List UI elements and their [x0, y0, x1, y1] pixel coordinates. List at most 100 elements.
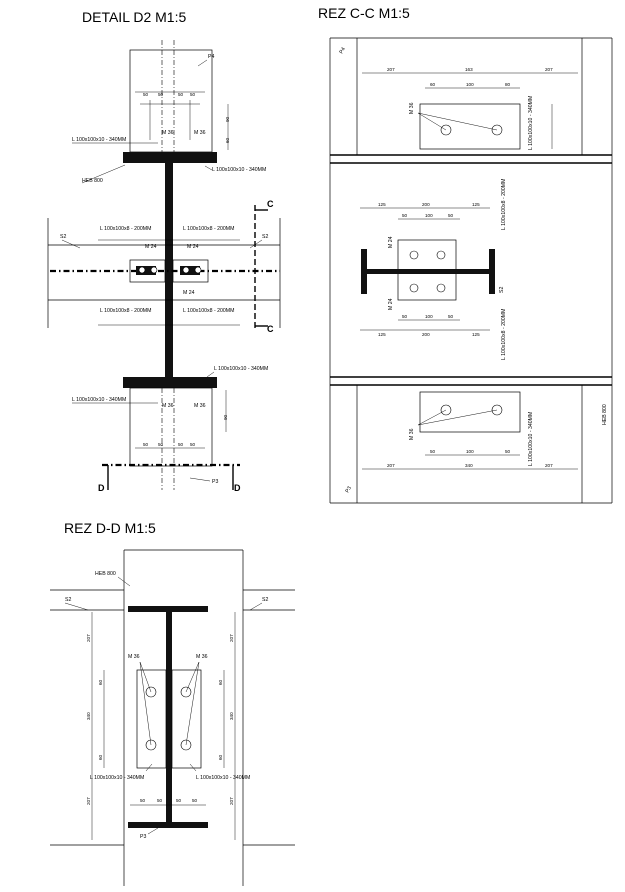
rez-dd-view: HEB 800 S2 S2 M 36 M 36 L 100x100x10 - 3…: [50, 549, 295, 886]
label-s2-right: S2: [262, 234, 268, 240]
svg-text:50: 50: [505, 449, 511, 454]
label-angle-mid-tl: L 100x100x8 - 200MM: [100, 226, 151, 232]
title-rez-dd: REZ D-D M1:5: [64, 520, 156, 536]
svg-text:340: 340: [86, 712, 91, 720]
svg-text:50: 50: [178, 92, 184, 97]
svg-text:90: 90: [225, 116, 230, 122]
plate-p4: [129, 49, 213, 153]
svg-text:90: 90: [223, 414, 228, 420]
svg-text:340: 340: [229, 712, 234, 720]
svg-text:60: 60: [430, 82, 436, 87]
svg-text:50: 50: [448, 314, 454, 319]
svg-text:207: 207: [229, 634, 234, 642]
rez-cc-view: P4 207 163 207 60 100 80 M 36 L 100x100x…: [329, 37, 613, 504]
detail-d2-view: P4 50 50 50 50 90 60 M 36 M 36 L 100x100…: [47, 40, 281, 493]
svg-text:50: 50: [140, 798, 146, 803]
rezc-label-p3: P3: [345, 485, 353, 494]
label-angle-mid-br: L 100x100x8 - 200MM: [183, 308, 234, 314]
svg-text:125: 125: [472, 332, 480, 337]
svg-text:S2: S2: [499, 287, 505, 293]
svg-text:50: 50: [402, 213, 408, 218]
label-m36-b: M 36: [194, 130, 206, 136]
label-angle-top-left: L 100x100x10 - 340MM: [72, 137, 126, 143]
svg-text:60: 60: [218, 754, 223, 760]
svg-text:M 36: M 36: [128, 654, 140, 660]
svg-text:207: 207: [229, 797, 234, 805]
svg-text:207: 207: [387, 67, 395, 72]
svg-text:60: 60: [218, 679, 223, 685]
svg-text:50: 50: [448, 213, 454, 218]
svg-text:125: 125: [472, 202, 480, 207]
flange-top: [123, 152, 217, 163]
svg-text:100: 100: [425, 213, 433, 218]
title-detail-d2: DETAIL D2 M1:5: [82, 9, 186, 25]
svg-text:163: 163: [465, 67, 473, 72]
svg-text:207: 207: [86, 634, 91, 642]
rezd-label-heb: HEB 800: [95, 571, 116, 577]
svg-text:M 36: M 36: [162, 403, 174, 409]
flange-bottom: [123, 377, 217, 388]
section-d-right: D: [234, 483, 241, 493]
label-m24-b: M 24: [187, 244, 199, 250]
svg-text:80: 80: [505, 82, 511, 87]
svg-text:60: 60: [98, 679, 103, 685]
label-angle-bot-left: L 100x100x10 - 340MM: [72, 397, 126, 403]
svg-text:60: 60: [98, 754, 103, 760]
svg-text:L 100x100x10 - 340MM: L 100x100x10 - 340MM: [90, 775, 144, 781]
svg-text:M 36: M 36: [409, 428, 415, 440]
svg-text:L 100x100x10 - 340MM: L 100x100x10 - 340MM: [528, 96, 534, 150]
svg-text:50: 50: [143, 442, 149, 447]
svg-text:L 100x100x8 - 200MM: L 100x100x8 - 200MM: [501, 309, 507, 360]
label-s2-left: S2: [60, 234, 66, 240]
label-heb-800: HEB 800: [82, 178, 103, 184]
svg-text:50: 50: [430, 449, 436, 454]
title-rez-cc: REZ C-C M1:5: [318, 5, 410, 21]
svg-text:207: 207: [387, 463, 395, 468]
svg-text:50: 50: [176, 798, 182, 803]
label-angle-mid-tr: L 100x100x8 - 200MM: [183, 226, 234, 232]
label-m24-a: M 24: [145, 244, 157, 250]
svg-text:50: 50: [190, 92, 196, 97]
svg-text:50: 50: [178, 442, 184, 447]
svg-text:50: 50: [158, 92, 164, 97]
svg-text:100: 100: [425, 314, 433, 319]
svg-text:200: 200: [422, 202, 430, 207]
svg-text:207: 207: [545, 67, 553, 72]
svg-text:125: 125: [378, 202, 386, 207]
label-angle-bot-right: L 100x100x10 - 340MM: [214, 366, 268, 372]
label-p4: P4: [208, 54, 214, 60]
svg-text:100: 100: [466, 449, 474, 454]
plate-p3: [129, 387, 213, 467]
svg-text:S2: S2: [65, 597, 71, 603]
section-c-top: C: [267, 199, 274, 209]
section-d-left: D: [98, 483, 105, 493]
label-p3: P3: [212, 479, 218, 485]
svg-text:50: 50: [192, 798, 198, 803]
svg-text:50: 50: [402, 314, 408, 319]
label-m36-a: M 36: [162, 130, 174, 136]
svg-text:S2: S2: [262, 597, 268, 603]
svg-text:M 24: M 24: [388, 298, 394, 310]
svg-text:M 36: M 36: [194, 403, 206, 409]
web-column: [165, 163, 173, 378]
svg-text:50: 50: [158, 442, 164, 447]
label-angle-top-right: L 100x100x10 - 340MM: [212, 167, 266, 173]
svg-text:50: 50: [157, 798, 163, 803]
svg-text:125: 125: [378, 332, 386, 337]
label-m24-c: M 24: [183, 290, 195, 296]
svg-text:L 100x100x8 - 200MM: L 100x100x8 - 200MM: [501, 179, 507, 230]
rezc-label-p4: P4: [339, 46, 347, 55]
svg-text:207: 207: [545, 463, 553, 468]
svg-text:50: 50: [143, 92, 149, 97]
svg-text:L 100x100x10 - 340MM: L 100x100x10 - 340MM: [196, 775, 250, 781]
label-angle-mid-bl: L 100x100x8 - 200MM: [100, 308, 151, 314]
rezd-label-p3: P3: [140, 834, 146, 840]
svg-text:60: 60: [225, 137, 230, 143]
svg-text:207: 207: [86, 797, 91, 805]
svg-text:HEB 800: HEB 800: [602, 404, 608, 425]
svg-text:M 36: M 36: [196, 654, 208, 660]
svg-text:M 36: M 36: [409, 102, 415, 114]
svg-text:200: 200: [422, 332, 430, 337]
svg-text:100: 100: [466, 82, 474, 87]
